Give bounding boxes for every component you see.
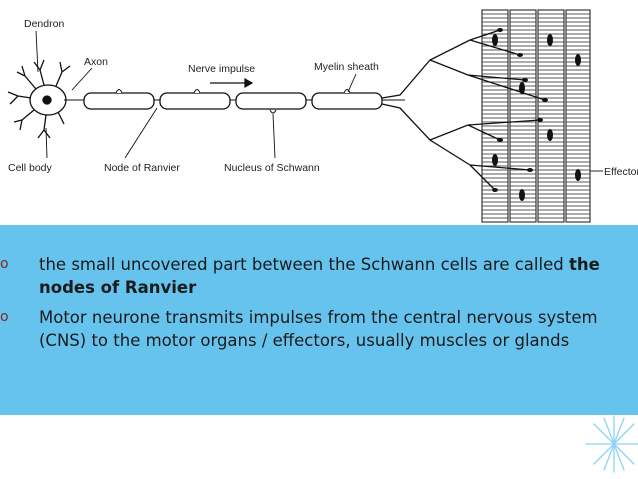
nerve-impulse-arrow <box>210 77 254 89</box>
schwann-nuclei <box>115 89 351 114</box>
label-nucleus-of-schwann: Nucleus of Schwann <box>224 162 320 174</box>
label-cell-body: Cell body <box>8 162 53 174</box>
label-node-of-ranvier: Node of Ranvier <box>104 162 180 174</box>
text-band <box>0 225 638 415</box>
bullet-list: o the small uncovered part between the S… <box>0 253 638 359</box>
muscle-fibres <box>481 9 591 223</box>
bullet-item-motor-neurone: o Motor neurone transmits impulses from … <box>0 306 638 352</box>
cell-body <box>7 59 71 139</box>
axon-terminals <box>381 29 546 191</box>
label-leaders <box>35 30 603 172</box>
label-myelin-sheath: Myelin sheath <box>314 61 379 73</box>
label-nerve-impulse: Nerve impulse <box>188 63 255 75</box>
bullet-text: the small uncovered part between the Sch… <box>39 255 569 274</box>
bullet-text: Motor neurone transmits impulses from th… <box>39 308 598 350</box>
bullet-marker: o <box>0 256 9 272</box>
label-axon: Axon <box>84 56 108 68</box>
bullet-marker: o <box>0 309 9 325</box>
motor-neurone-diagram: Dendron Axon Nerve impulse Myelin sheath… <box>7 9 638 223</box>
muscle-striations <box>482 13 590 219</box>
nerve-endings <box>492 28 548 192</box>
corner-star-decoration <box>585 415 638 473</box>
label-effector: Effector <box>604 166 638 178</box>
bullet-bold-term: the nodes of Ranvier <box>39 255 600 297</box>
effector-nuclei <box>492 34 581 201</box>
bullet-item-nodes-of-ranvier: o the small uncovered part between the S… <box>0 253 638 299</box>
myelin-sheath-segments <box>64 92 405 110</box>
label-dendron: Dendron <box>24 18 64 30</box>
